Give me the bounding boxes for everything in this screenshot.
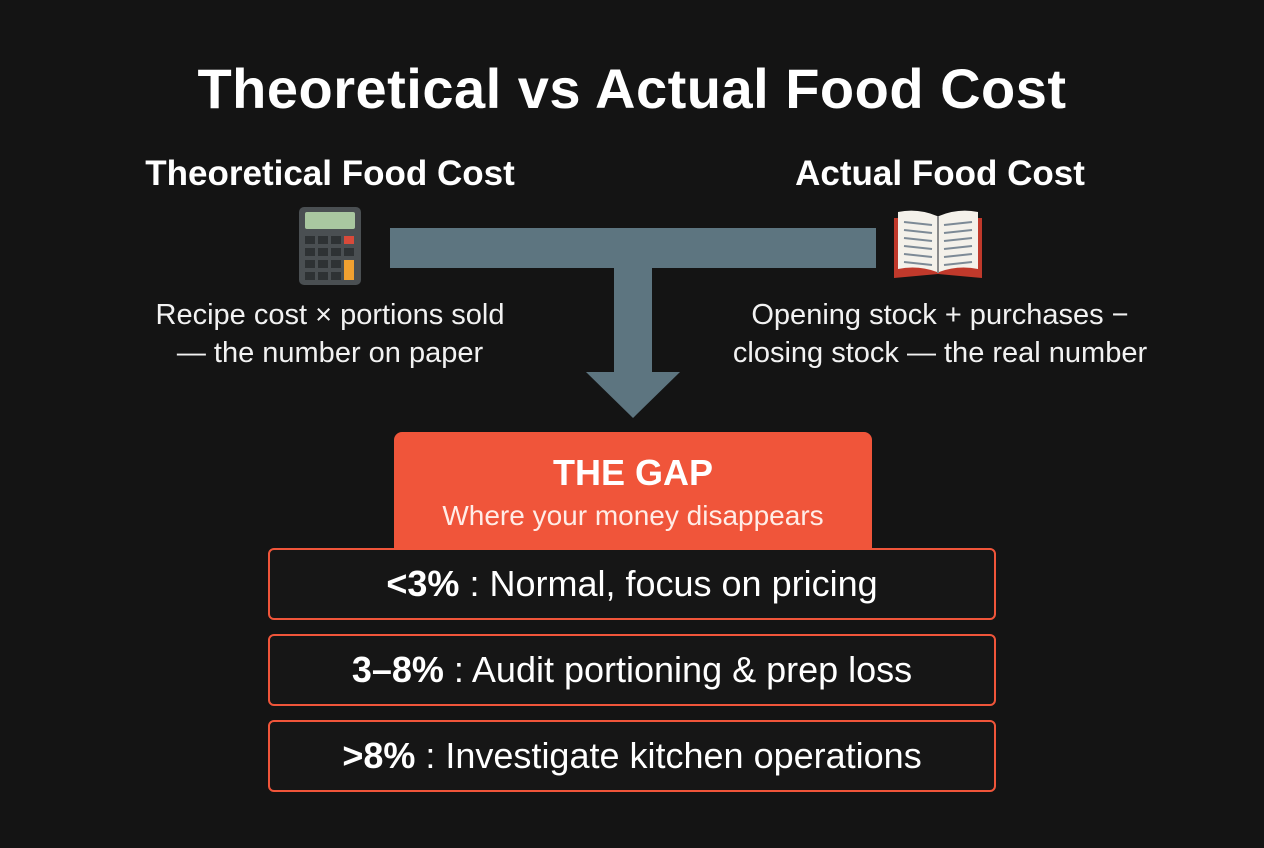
tier-separator: : — [443, 649, 472, 690]
actual-description: Opening stock + purchases − closing stoc… — [700, 296, 1180, 372]
page-title: Theoretical vs Actual Food Cost — [197, 57, 1067, 120]
tier-action: Normal, focus on pricing — [489, 563, 878, 604]
tier-separator: : — [415, 735, 446, 776]
theoretical-description-line2: — the number on paper — [176, 337, 484, 369]
tier-row-high: >8% : Investigate kitchen operations — [268, 720, 996, 792]
tier-range: <3% — [386, 563, 460, 604]
actual-heading: Actual Food Cost — [795, 154, 1085, 193]
tier-action: Investigate kitchen operations — [445, 735, 922, 776]
theoretical-heading: Theoretical Food Cost — [145, 154, 515, 193]
gap-subtitle: Where your money disappears — [442, 500, 824, 531]
tier-action: Audit portioning & prep loss — [471, 649, 913, 690]
tier-row-low: <3% : Normal, focus on pricing — [268, 548, 996, 620]
gap-title: THE GAP — [552, 452, 713, 493]
gap-box: THE GAP Where your money disappears — [394, 432, 872, 554]
tier-row-mid: 3–8% : Audit portioning & prep loss — [268, 634, 996, 706]
actual-description-line1: Opening stock + purchases − — [751, 299, 1129, 331]
theoretical-description-line1: Recipe cost × portions sold — [155, 299, 505, 331]
tier-separator: : — [459, 563, 490, 604]
tier-range: >8% — [342, 735, 416, 776]
calculator-icon — [299, 207, 361, 285]
theoretical-description: Recipe cost × portions sold — the number… — [110, 296, 550, 372]
tier-range: 3–8% — [351, 649, 444, 690]
ledger-book-icon — [894, 210, 982, 278]
actual-description-line2: closing stock — the real number — [732, 337, 1148, 369]
